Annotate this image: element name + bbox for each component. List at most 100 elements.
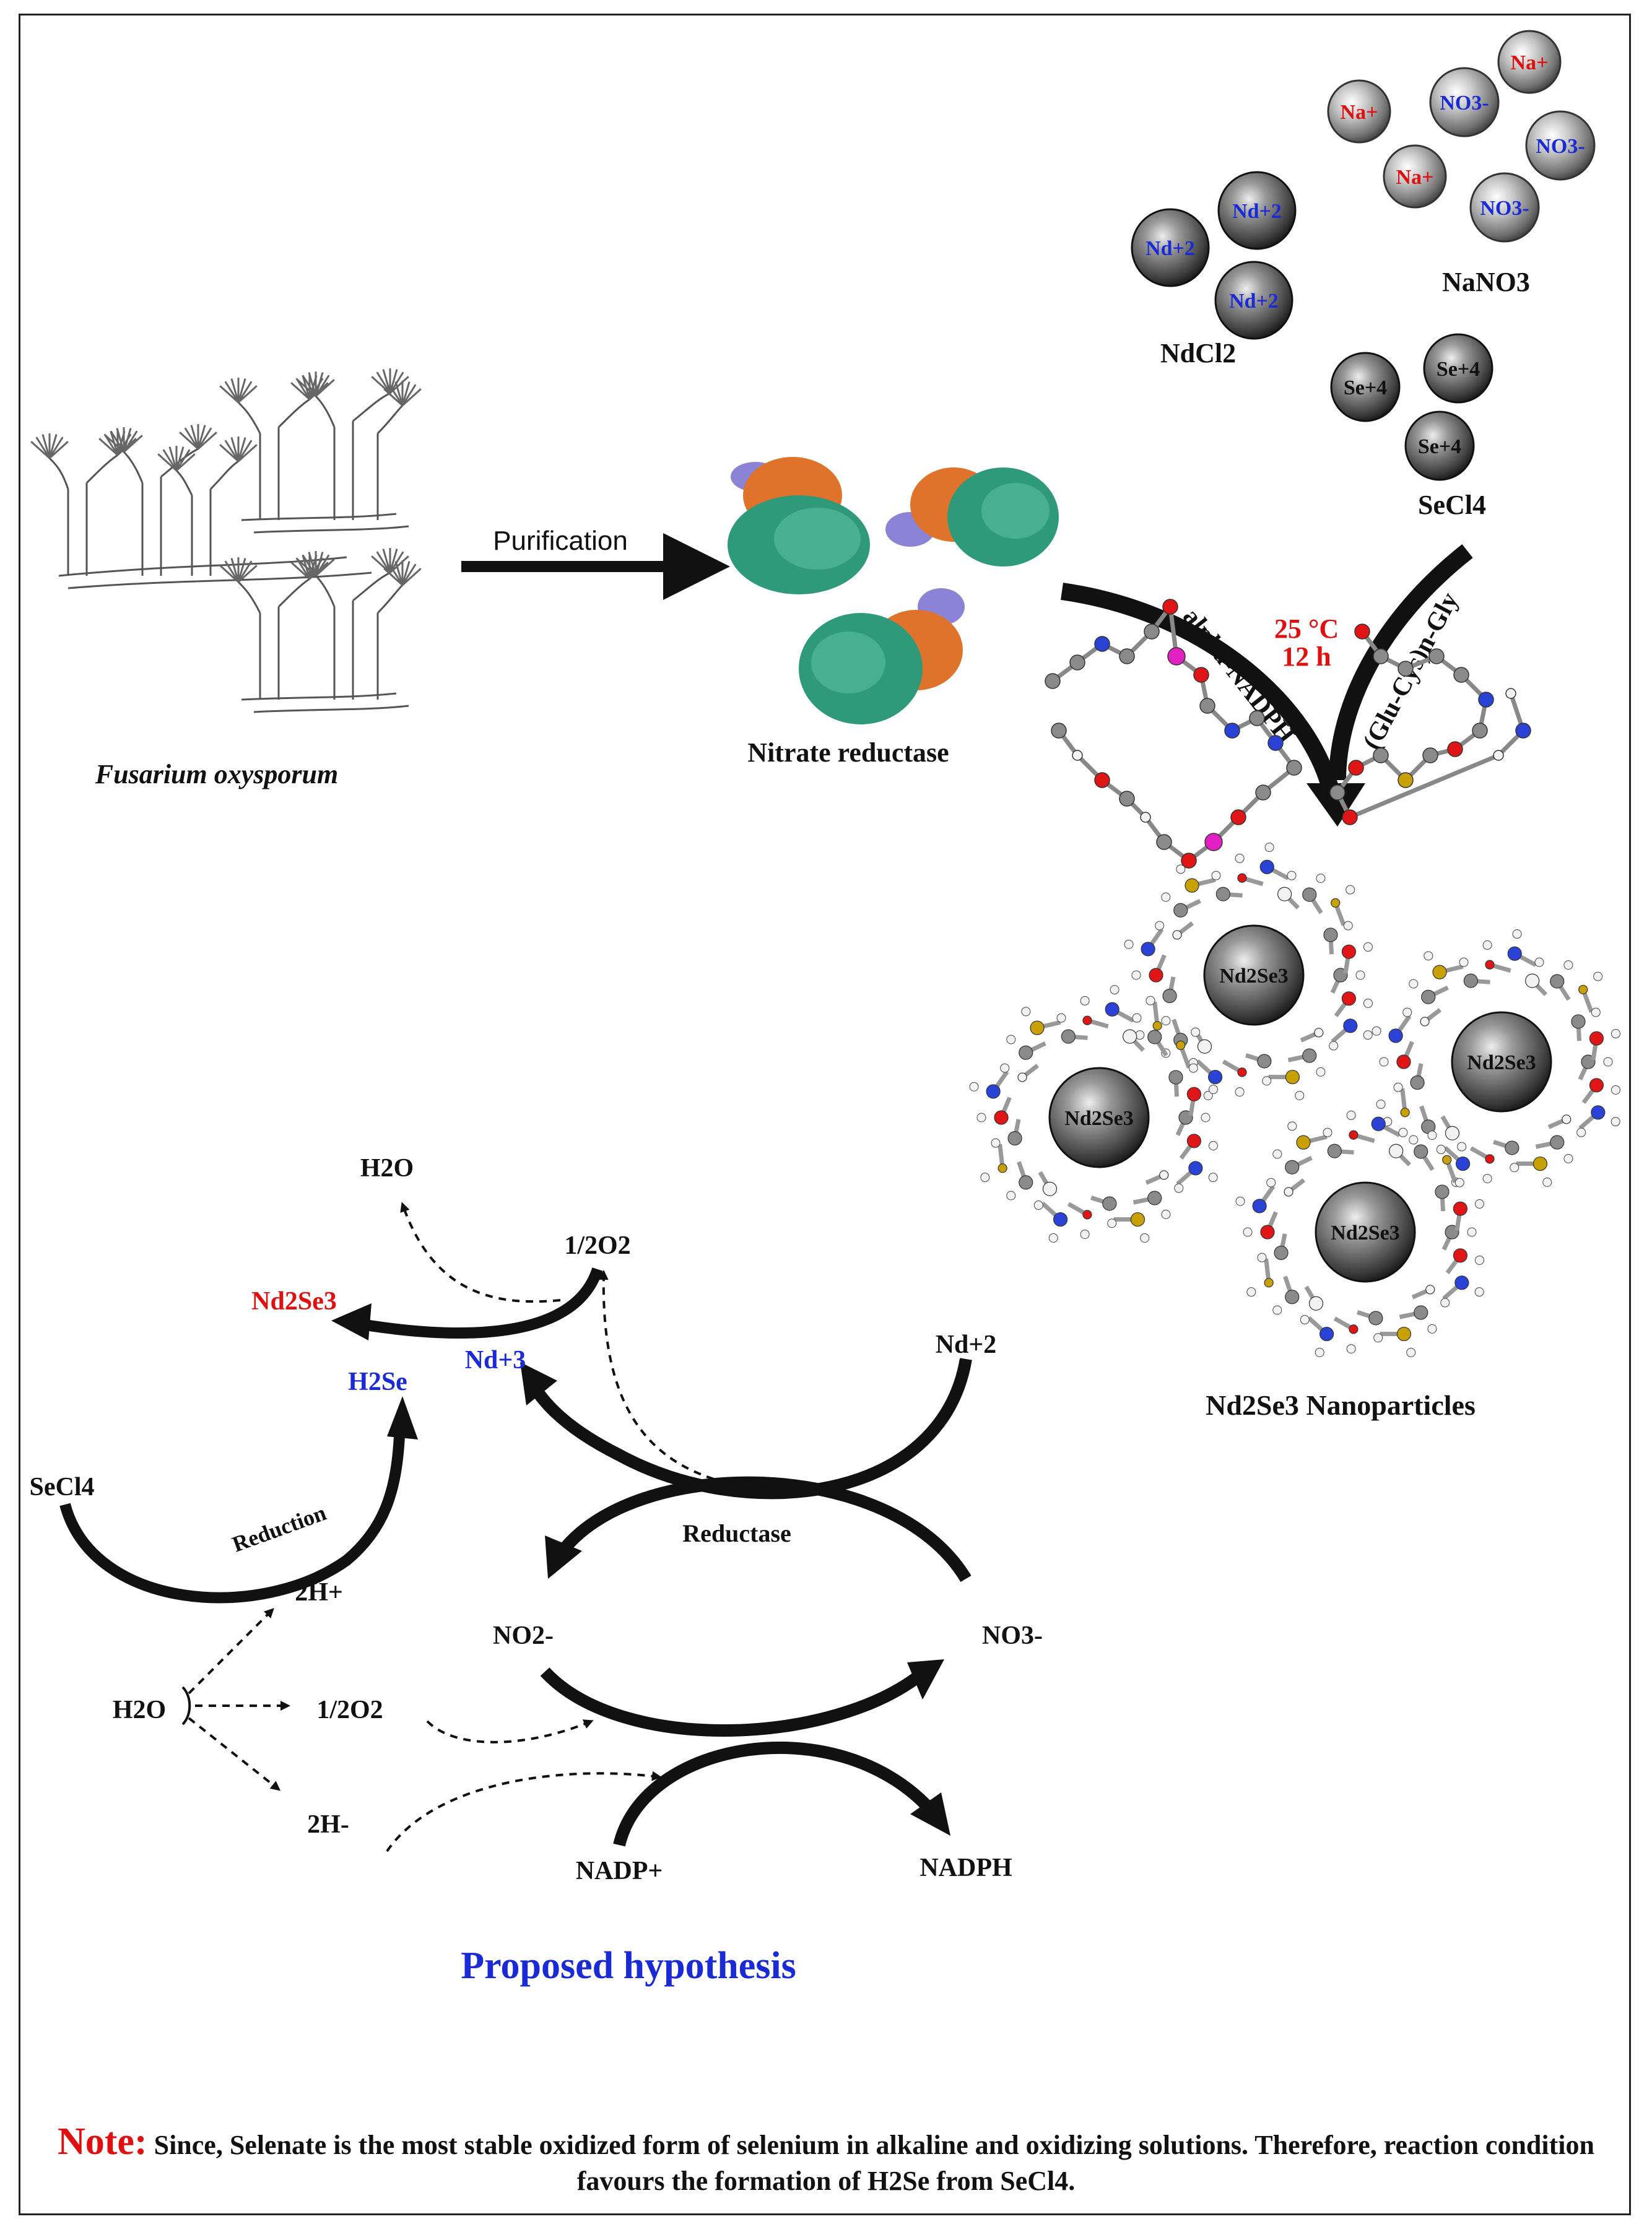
conidiophore-strand (123, 430, 138, 453)
atom (1204, 833, 1223, 851)
capping-atom (1285, 1160, 1300, 1175)
capping-atom (1463, 973, 1478, 988)
conidiophore-strand (48, 434, 58, 459)
capping-atom (1082, 1015, 1092, 1025)
capping-atom (1149, 968, 1163, 983)
conidiophore-strand (302, 554, 317, 576)
capping-atom (1414, 1144, 1428, 1159)
reduction-label: Reduction (229, 1500, 329, 1557)
capping-atom (1252, 1199, 1267, 1214)
dashed-to-2h-plus (188, 1608, 274, 1695)
nitrate-reductase-structures (728, 457, 1059, 724)
capping-atom (1277, 887, 1292, 901)
conidiophore-strand (302, 375, 317, 397)
conidiophore-strand (197, 425, 206, 449)
nanoparticle-core-label: Nd2Se3 (1467, 1051, 1536, 1074)
secl4-reagent-label: SeCl4 (1418, 490, 1486, 520)
capping-atom (1159, 1170, 1169, 1180)
capping-atom (998, 1163, 1007, 1173)
hydrogen-atom (1006, 1035, 1016, 1044)
svg-text:Nd+2: Nd+2 (1232, 200, 1282, 223)
atom (1428, 648, 1445, 664)
capping-atom (1396, 1054, 1411, 1069)
capping-atom (1454, 1275, 1469, 1290)
dashed-to-water (400, 1202, 561, 1303)
capping-atom (1396, 1326, 1412, 1342)
conidiophore-strand (224, 440, 240, 462)
dashed-to-half-o2 (598, 1270, 741, 1487)
hydrogen-atom (1048, 1233, 1058, 1243)
atom (1478, 692, 1494, 708)
conidiophore-strand (219, 444, 240, 462)
conidiophore-strand (237, 440, 253, 462)
hydrogen-atom (1021, 1007, 1031, 1017)
capping-atom (1259, 859, 1274, 874)
nadph-molecule-model (1045, 599, 1302, 869)
atom (1447, 741, 1463, 757)
conidiophore-strand (197, 427, 212, 449)
hydrogen-atom (1611, 1117, 1620, 1127)
two-h-minus-label: 2H- (307, 1810, 349, 1839)
dashed-hminus-to-nadp (386, 1771, 662, 1852)
conidiophore-strand (237, 437, 246, 462)
atom (1224, 723, 1240, 739)
hydrogen-atom (1603, 1057, 1613, 1067)
water-label: H2O (113, 1696, 166, 1724)
capping-atom (1314, 1028, 1324, 1038)
atom (1119, 791, 1135, 807)
atom (1156, 834, 1172, 850)
conidiophore-strand (230, 558, 240, 583)
hydrogen-atom (1346, 1344, 1356, 1354)
enzyme-label: Nitrate reductase (747, 737, 949, 768)
conidiophore-strand (184, 427, 199, 449)
atom (1094, 772, 1110, 788)
atom (1094, 636, 1110, 652)
hydrogen-atom (1235, 853, 1245, 863)
conidiophore-strand (315, 379, 335, 397)
svg-text:NO3-: NO3- (1440, 92, 1489, 115)
capping-atom (1123, 1029, 1137, 1044)
capping-atom (1414, 1305, 1428, 1320)
hydrogen-atom (1080, 1230, 1090, 1240)
hydrogen-atom (1457, 1142, 1467, 1152)
atom (1069, 654, 1085, 671)
capping-atom (1432, 965, 1447, 979)
hydrogen-atom (1203, 1090, 1213, 1100)
nanoparticle-core-label: Nd2Se3 (1064, 1107, 1133, 1130)
hydrogen-atom (1440, 1298, 1450, 1308)
nanoparticle-core-label: Nd2Se3 (1331, 1222, 1399, 1244)
capping-atom (1176, 1040, 1186, 1050)
hydrogen-atom (969, 1082, 979, 1092)
capping-atom (1589, 1031, 1604, 1046)
half-o2-label: 1/2O2 (316, 1696, 383, 1724)
hydrogen-atom (1264, 843, 1274, 853)
atom (1255, 784, 1271, 801)
conidiophore-strand (401, 568, 422, 586)
capping-atom (1274, 1245, 1289, 1261)
capping-atom (1237, 873, 1247, 883)
hydrogen-atom (1033, 1201, 1043, 1210)
capping-atom (1019, 1175, 1033, 1190)
conidiophore-strand (237, 385, 258, 404)
dashed-o2-to-nitrite (426, 1719, 594, 1743)
h2se-label: H2Se (348, 1368, 407, 1396)
atom (1072, 750, 1083, 761)
fungus-hyphae-illustration (48, 392, 409, 713)
nd3-label: Nd+3 (465, 1346, 526, 1374)
nanoparticle-core-label: Nd2Se3 (1219, 965, 1288, 988)
capping-atom (1105, 1002, 1119, 1017)
capping-atom (1319, 1326, 1334, 1342)
conidiophore-strand (383, 568, 404, 586)
svg-text:NO3-: NO3- (1480, 197, 1529, 220)
hydrogen-atom (1611, 1029, 1620, 1039)
capping-atom (1410, 1075, 1425, 1090)
nanoparticles-label: Nd2Se3 Nanoparticles (1206, 1389, 1476, 1421)
hydrogen-atom (1262, 1076, 1272, 1086)
atom (1181, 853, 1197, 869)
se-ion-sphere: Se+4 (1423, 333, 1493, 404)
conidiophore-strand (376, 551, 391, 573)
neodymium-reduction-head (520, 1362, 557, 1405)
conidiophore-strand (371, 555, 391, 574)
conidiophore-strand (237, 444, 258, 462)
capping-atom (1389, 1144, 1404, 1158)
